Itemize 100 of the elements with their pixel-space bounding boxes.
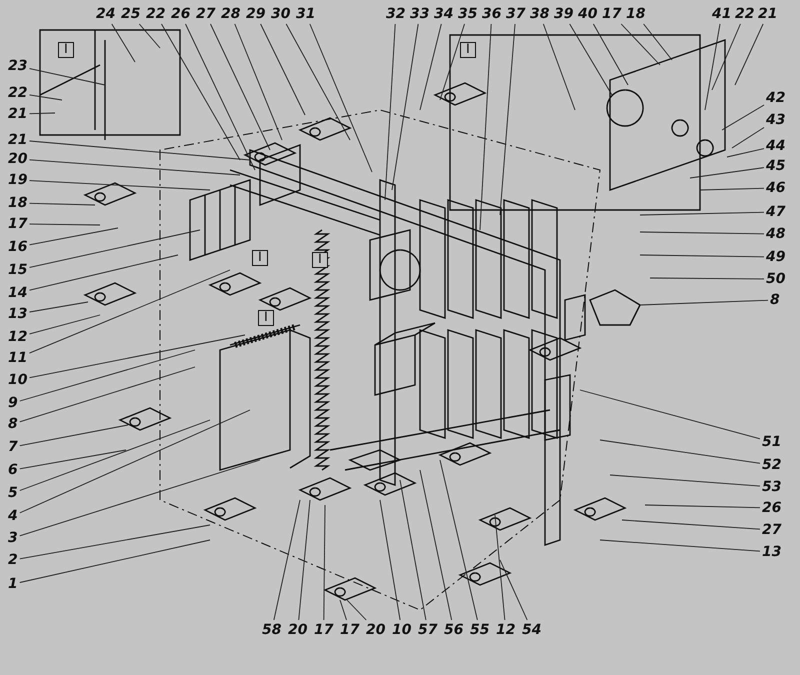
leader-line bbox=[392, 24, 419, 190]
leader-line bbox=[19, 424, 128, 446]
callout-number: 2 bbox=[8, 552, 18, 568]
callout-number: 24 bbox=[96, 6, 116, 22]
callout-number: 16 bbox=[8, 239, 28, 255]
leader-line bbox=[29, 302, 88, 312]
callout-number: 44 bbox=[766, 138, 786, 154]
leader-line bbox=[309, 24, 372, 172]
leader-line bbox=[138, 24, 160, 48]
leader-line bbox=[600, 540, 760, 552]
leader-line bbox=[500, 24, 516, 216]
leader-line bbox=[29, 224, 100, 226]
leader-line bbox=[19, 540, 210, 583]
callout-number: 17 bbox=[8, 216, 28, 232]
leader-line bbox=[298, 500, 310, 620]
callout-number: 40 bbox=[578, 6, 598, 22]
view-marker: I bbox=[252, 250, 268, 266]
leader-line bbox=[19, 450, 126, 470]
callout-number: 20 bbox=[8, 151, 28, 167]
callout-number: 57 bbox=[418, 622, 438, 638]
callout-number: 33 bbox=[410, 6, 430, 22]
leader-line bbox=[19, 366, 196, 422]
callout-number: 38 bbox=[530, 6, 550, 22]
callout-number: 18 bbox=[626, 6, 646, 22]
callout-number: 56 bbox=[444, 622, 464, 638]
leader-line bbox=[640, 254, 764, 258]
callout-number: 53 bbox=[762, 479, 782, 495]
callout-number: 37 bbox=[506, 6, 526, 22]
callout-number: 19 bbox=[8, 172, 28, 188]
leader-line bbox=[704, 24, 720, 110]
callout-number: 29 bbox=[246, 6, 266, 22]
callout-number: 9 bbox=[8, 395, 18, 411]
leader-line bbox=[210, 24, 270, 150]
callout-number: 17 bbox=[340, 622, 360, 638]
callout-number: 11 bbox=[8, 350, 28, 366]
callout-number: 54 bbox=[522, 622, 542, 638]
leader-line bbox=[480, 24, 492, 230]
callout-number: 42 bbox=[766, 90, 786, 106]
callout-number: 18 bbox=[8, 195, 28, 211]
leader-line bbox=[111, 24, 136, 62]
leader-line bbox=[620, 24, 660, 66]
callout-number: 55 bbox=[470, 622, 490, 638]
leader-line bbox=[640, 212, 764, 216]
leader-line bbox=[29, 112, 56, 114]
callout-number: 45 bbox=[766, 158, 786, 174]
leader-line bbox=[29, 94, 62, 100]
view-marker: I bbox=[312, 252, 328, 268]
callout-number: 12 bbox=[8, 329, 28, 345]
callout-number: 13 bbox=[762, 544, 782, 560]
callout-number: 7 bbox=[8, 439, 18, 455]
callout-number: 58 bbox=[262, 622, 282, 638]
callout-number: 43 bbox=[766, 112, 786, 128]
leader-line bbox=[29, 270, 230, 354]
callout-number: 31 bbox=[296, 6, 316, 22]
callout-number: 3 bbox=[8, 530, 18, 546]
callout-number: 17 bbox=[602, 6, 622, 22]
leader-line bbox=[700, 188, 764, 190]
callout-number: 21 bbox=[8, 106, 28, 122]
leader-line bbox=[592, 24, 628, 86]
leader-line bbox=[440, 24, 465, 100]
callout-number: 26 bbox=[762, 500, 782, 516]
callout-number: 47 bbox=[766, 204, 786, 220]
leader-line bbox=[600, 440, 760, 464]
leader-line bbox=[420, 470, 452, 620]
leader-line bbox=[734, 24, 764, 86]
leader-line bbox=[440, 460, 478, 620]
callout-number: 34 bbox=[434, 6, 454, 22]
callout-number: 36 bbox=[482, 6, 502, 22]
leader-line bbox=[420, 24, 442, 110]
leader-line bbox=[29, 228, 118, 246]
leader-line bbox=[340, 600, 347, 620]
leader-line bbox=[19, 460, 260, 536]
leader-line bbox=[580, 390, 760, 440]
callout-number: 15 bbox=[8, 262, 28, 278]
callout-number: 50 bbox=[766, 271, 786, 287]
callout-number: 41 bbox=[712, 6, 732, 22]
callout-number: 28 bbox=[221, 6, 240, 22]
callout-number: 1 bbox=[8, 576, 18, 592]
leader-line bbox=[29, 159, 240, 176]
leader-line bbox=[29, 254, 178, 291]
callout-number: 30 bbox=[271, 6, 290, 22]
callout-number: 26 bbox=[171, 6, 190, 22]
leader-line bbox=[494, 514, 506, 620]
leader-line bbox=[640, 232, 764, 234]
leader-line bbox=[569, 24, 612, 96]
view-marker: I bbox=[460, 42, 476, 58]
leader-line bbox=[726, 148, 764, 158]
leader-line bbox=[722, 104, 764, 130]
leader-line bbox=[260, 24, 306, 116]
leader-line bbox=[273, 500, 300, 620]
callout-number: 32 bbox=[386, 6, 406, 22]
leader-line bbox=[622, 520, 760, 530]
leader-line bbox=[29, 68, 106, 86]
leader-line bbox=[640, 300, 768, 306]
leader-line bbox=[644, 504, 760, 508]
callout-number: 46 bbox=[766, 180, 786, 196]
callout-number: 13 bbox=[8, 306, 28, 322]
leader-line bbox=[380, 500, 401, 620]
callout-number: 27 bbox=[196, 6, 216, 22]
callout-number: 8 bbox=[8, 416, 18, 432]
